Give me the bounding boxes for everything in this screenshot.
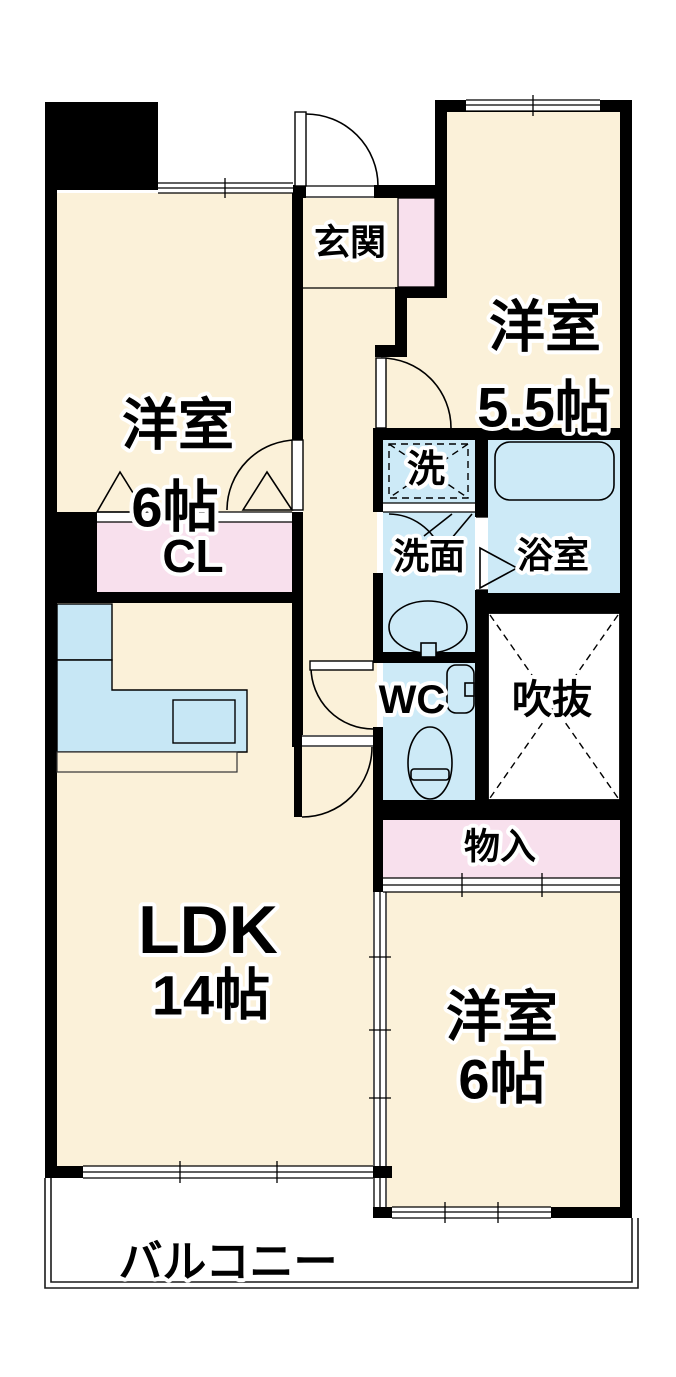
sink-icon bbox=[388, 600, 468, 658]
wall-storage-top bbox=[373, 800, 632, 820]
label-bedroom-top-left-size: 6帖 bbox=[131, 476, 218, 539]
window-bedroom-bottom bbox=[392, 1202, 551, 1223]
label-washroom: 洗面 bbox=[393, 536, 465, 577]
wall-hall-left-lower bbox=[292, 512, 303, 747]
room-entrance bbox=[303, 198, 398, 288]
label-laundry: 洗 bbox=[407, 449, 445, 491]
closet-folding-doors bbox=[95, 470, 294, 513]
label-toilet: WC bbox=[379, 678, 446, 722]
wc-door bbox=[309, 660, 374, 730]
label-bedroom-top-left-name: 洋室 bbox=[122, 394, 234, 457]
entrance-door bbox=[294, 111, 379, 187]
wall-laundry-left bbox=[373, 428, 383, 512]
entrance-cabinet-outline bbox=[397, 197, 436, 288]
wall-closet-left bbox=[45, 512, 97, 603]
bedroom55-door bbox=[375, 357, 452, 429]
wall-bedroom-bottom-right bbox=[551, 1207, 632, 1218]
wc-hand-basin-icon bbox=[446, 664, 475, 714]
doors bbox=[95, 111, 519, 818]
wall-step-h1 bbox=[395, 287, 447, 298]
wall-step-v bbox=[395, 293, 407, 345]
wall-bath-void bbox=[475, 593, 632, 613]
wall-entrance-top bbox=[374, 185, 445, 198]
label-entrance: 玄関 bbox=[314, 222, 386, 263]
slider-storage bbox=[383, 873, 620, 897]
label-ldk-name: LDK bbox=[138, 892, 278, 968]
wall-pillar-top-left bbox=[45, 102, 158, 190]
washer-space-icon bbox=[388, 443, 469, 499]
wall-hall-left-upper bbox=[292, 185, 303, 440]
wall-step-h2 bbox=[375, 345, 407, 357]
room-bedroom-bottom bbox=[387, 892, 620, 1207]
kitchen-counter-icon bbox=[56, 603, 248, 773]
wall-outer-left bbox=[45, 183, 57, 1178]
wall-wet-center bbox=[475, 440, 488, 800]
label-bedroom-top-right-name: 洋室 bbox=[489, 296, 601, 359]
room-bedroom-top-left bbox=[57, 193, 293, 512]
bathroom-folding-door bbox=[479, 546, 519, 590]
wall-storage-left bbox=[373, 820, 383, 892]
label-storage: 物入 bbox=[464, 826, 536, 867]
label-ldk-size: 14帖 bbox=[152, 964, 270, 1027]
wall-wet-top bbox=[373, 428, 632, 440]
wall-washroom-left bbox=[373, 573, 383, 663]
slider-ldk-bedroom-divider bbox=[369, 892, 391, 1207]
bath-doorway bbox=[475, 517, 488, 590]
windows bbox=[83, 95, 620, 1223]
window-bedroom-top-left bbox=[158, 178, 293, 198]
label-bedroom-top-right-size: 5.5帖 bbox=[477, 376, 611, 439]
label-bedroom-bottom-size: 6帖 bbox=[458, 1048, 545, 1111]
room-labels: 洋室 6帖 洋室 5.5帖 玄関 CL 洗 洗面 浴室 WC 吹抜 物入 LDK… bbox=[114, 218, 614, 1291]
wall-bedroom-bottom-corner bbox=[373, 1207, 392, 1218]
kitchen-counter-edge bbox=[56, 751, 238, 773]
room-closet bbox=[97, 522, 292, 592]
fixtures bbox=[56, 441, 621, 801]
entrance-cabinet bbox=[398, 198, 435, 287]
label-balcony: バルコニー bbox=[118, 1238, 337, 1287]
label-bedroom-bottom-name: 洋室 bbox=[446, 986, 558, 1049]
label-bathroom: 浴室 bbox=[517, 535, 589, 576]
void-cross-icon bbox=[487, 612, 621, 801]
bathtub-icon bbox=[494, 441, 615, 501]
wall-wc-left bbox=[373, 727, 383, 820]
ldk-doorway bbox=[302, 735, 373, 747]
closet-opening bbox=[97, 512, 292, 522]
room-storage bbox=[383, 820, 620, 878]
balcony-outline bbox=[44, 1178, 639, 1289]
toilet-icon bbox=[407, 726, 453, 800]
ldk-door bbox=[294, 746, 373, 818]
label-void: 吹抜 bbox=[512, 678, 592, 722]
window-ldk-bottom bbox=[83, 1161, 373, 1183]
kitchen-sink bbox=[172, 699, 236, 744]
window-bedroom-top-right bbox=[466, 95, 600, 116]
bedroom-top-left-door bbox=[226, 439, 304, 511]
wall-ldk-bottom-left bbox=[45, 1166, 83, 1178]
label-closet: CL bbox=[162, 530, 223, 582]
wall-closet-bottom bbox=[45, 592, 303, 603]
hallway bbox=[303, 287, 395, 735]
laundry-washroom-opening bbox=[383, 503, 475, 512]
washroom-door bbox=[388, 513, 473, 552]
wall-bedroom55-left bbox=[435, 100, 447, 298]
wall-ldk-bottom-right bbox=[373, 1166, 392, 1178]
refrigerator-space bbox=[56, 603, 113, 661]
wall-outer-right bbox=[620, 100, 632, 1218]
room-bedroom-top-right bbox=[385, 112, 620, 428]
